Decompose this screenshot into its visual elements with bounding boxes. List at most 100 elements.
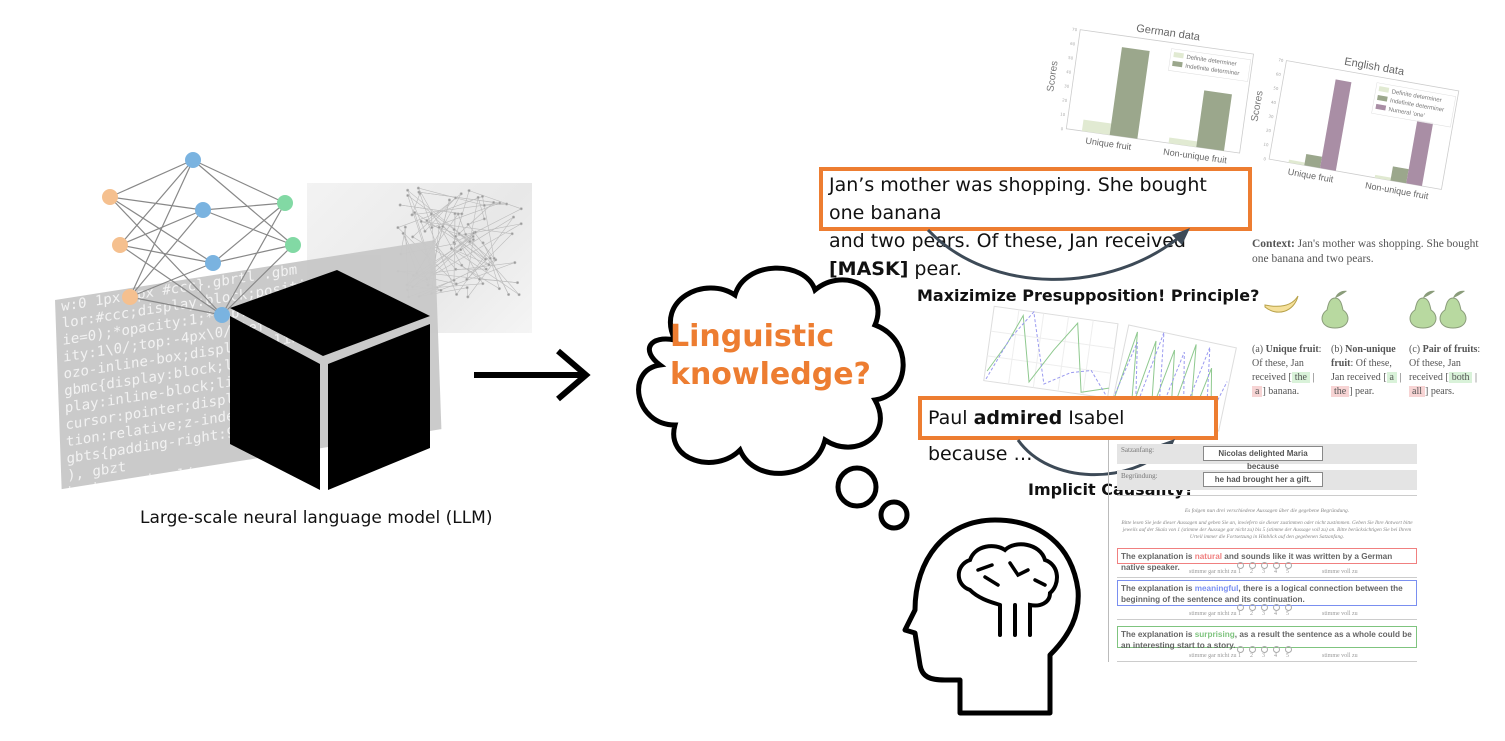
pear-icon: [1321, 290, 1349, 329]
graph-node: [484, 267, 488, 271]
graph-node: [460, 212, 464, 216]
graph-node: [478, 277, 482, 281]
mask-token: [MASK]: [829, 258, 909, 280]
survey-instructions: Bitte lesen Sie jede dieser Aussagen und…: [1121, 520, 1413, 540]
rating-radio[interactable]: [1249, 604, 1256, 611]
maximize-presupposition-label: Maxizimize Presupposition! Principle?: [917, 286, 1260, 305]
rating-radio[interactable]: [1273, 604, 1280, 611]
rating-radio[interactable]: [1261, 604, 1268, 611]
rating-radio[interactable]: [1273, 646, 1280, 653]
graph-node: [403, 225, 407, 229]
graph-node: [454, 282, 458, 286]
rating-radio[interactable]: [1261, 562, 1268, 569]
example2-subject: Paul: [928, 407, 974, 429]
item-title: Pair of fruits: [1422, 344, 1478, 355]
rating-radio[interactable]: [1261, 646, 1268, 653]
item-end: ] banana.: [1262, 386, 1300, 397]
rating-value: 3: [1262, 569, 1265, 575]
graph-node: [452, 278, 456, 282]
implicit-causality-example-box: Paul admired Isabel because …: [918, 396, 1218, 465]
rating-radio[interactable]: [1285, 562, 1292, 569]
graph-node: [466, 295, 470, 299]
graph-node: [459, 248, 463, 252]
two-pears-icon: [1409, 290, 1467, 329]
option-correct: a: [1386, 372, 1397, 383]
option-correct: the: [1291, 372, 1310, 383]
rating-value: 1: [1238, 653, 1241, 659]
rating-value: 2: [1250, 653, 1253, 659]
plot-frame: [1065, 29, 1254, 154]
item-label: (c): [1409, 344, 1423, 355]
survey-intro: Es folgen nun drei verschiedene Aussagen…: [1184, 508, 1350, 514]
graph-node: [457, 232, 461, 236]
y-tick-label: 30: [1268, 113, 1274, 119]
legend-swatch: [1378, 86, 1390, 93]
rating-radio[interactable]: [1237, 604, 1244, 611]
graph-node: [517, 293, 521, 297]
graph-node: [416, 186, 420, 190]
item-end: ] pears.: [1425, 386, 1455, 397]
hidden-node: [195, 202, 211, 218]
mask-example-box: Jan’s mother was shopping. She bought on…: [819, 167, 1252, 280]
legend: [1371, 82, 1457, 128]
graph-node: [468, 240, 472, 244]
graph-node: [512, 215, 516, 219]
y-tick-label: 40: [1271, 99, 1277, 105]
rating-radio[interactable]: [1249, 562, 1256, 569]
scale-right-label: stimme voll zu: [1322, 569, 1358, 575]
y-tick-label: 20: [1062, 97, 1068, 103]
graph-node: [488, 256, 492, 260]
black-box-cube-icon: [230, 270, 430, 490]
graph-node: [476, 195, 480, 199]
graph-node: [454, 196, 458, 200]
graph-node: [452, 227, 456, 231]
curved-arrow-icon: [926, 228, 1190, 281]
graph-node: [482, 203, 486, 207]
fruit-item-a: (a) Unique fruit: Of these, Jan received…: [1252, 343, 1324, 399]
rating-value: 1: [1238, 569, 1241, 575]
rating-radio[interactable]: [1237, 646, 1244, 653]
graph-node: [419, 219, 423, 223]
rating-value: 4: [1274, 653, 1277, 659]
divider: [1117, 495, 1417, 496]
graph-node: [480, 194, 484, 198]
scale-left-label: stimme gar nicht zu: [1189, 611, 1237, 617]
graph-node: [473, 230, 477, 234]
bar-definite-determiner: [1374, 174, 1391, 181]
example2-verb: admired: [973, 407, 1063, 429]
graph-node: [471, 235, 475, 239]
rating-radio[interactable]: [1285, 646, 1292, 653]
graph-node: [482, 217, 486, 221]
rating-radio[interactable]: [1249, 646, 1256, 653]
graph-node: [417, 190, 421, 194]
bar-definite-determiner: [1288, 159, 1305, 166]
rating-radio[interactable]: [1237, 562, 1244, 569]
rating-radio[interactable]: [1285, 604, 1292, 611]
satzanfang-field: Nicolas delighted Maria because: [1203, 446, 1323, 471]
output-node: [277, 195, 293, 211]
fruit-item-c: (c) Pair of fruits: Of these, Jan receiv…: [1409, 343, 1481, 399]
question-keyword: meaningful: [1194, 584, 1239, 593]
separator: |: [1474, 372, 1477, 383]
graph-node: [481, 241, 485, 245]
question-text-end: and sounds like it was written by a Germ…: [1121, 552, 1393, 572]
context-text: Jan's mother was shopping. She bought on…: [1252, 238, 1479, 265]
item-text: : Of these, Jan received [: [1252, 344, 1322, 383]
input-node: [122, 289, 138, 305]
graph-node: [396, 226, 400, 230]
scale-right-label: stimme voll zu: [1322, 611, 1358, 617]
y-tick-label: 10: [1263, 142, 1269, 148]
graph-node: [406, 194, 410, 198]
fruit-item-b: (b) Non-unique fruit: Of these, Jan rece…: [1331, 343, 1403, 399]
llm-caption: Large-scale neural language model (LLM): [140, 508, 493, 528]
rating-radio[interactable]: [1273, 562, 1280, 569]
graph-node: [498, 201, 502, 205]
rating-value: 5: [1286, 569, 1289, 575]
y-tick-label: 70: [1278, 57, 1284, 63]
graph-node: [411, 235, 415, 239]
y-tick-label: 0: [1060, 126, 1064, 131]
graph-node: [439, 288, 443, 292]
